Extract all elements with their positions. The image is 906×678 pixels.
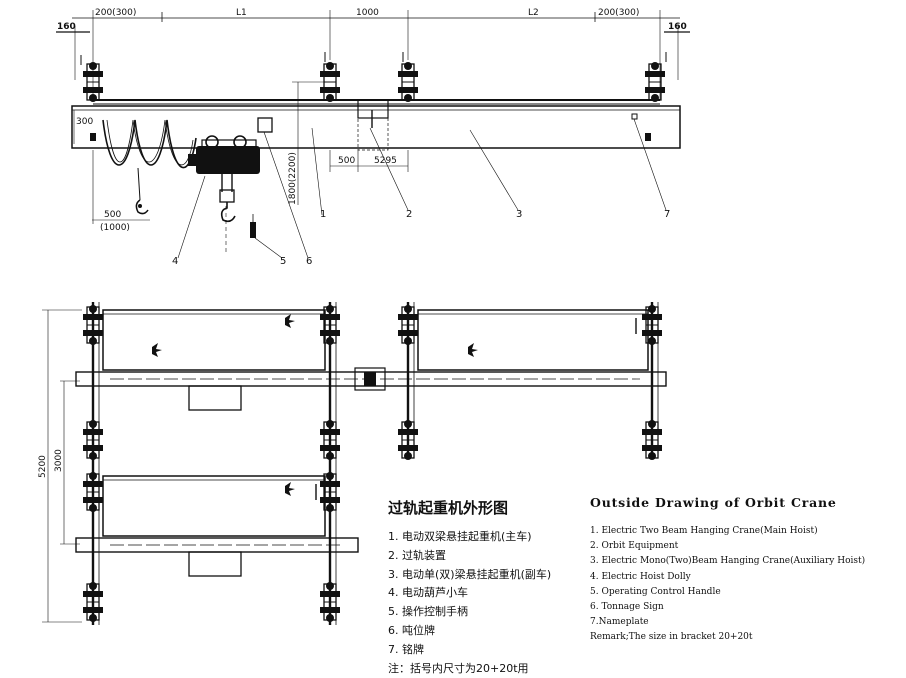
legend-cn-item: 2. 过轨装置 <box>388 548 446 562</box>
legend-cn-item: 7. 铭牌 <box>388 642 424 656</box>
dim-l2: L2 <box>528 8 539 18</box>
legend-en-remark: Remark;The size in bracket 20+20t <box>590 632 753 643</box>
legend-english-title: Outside Drawing of Orbit Crane <box>590 495 837 510</box>
legend-en-item: 2. Orbit Equipment <box>590 541 679 552</box>
legend-en-item: 1. Electric Two Beam Hanging Crane(Main … <box>590 526 818 536</box>
callout-7: 7 <box>664 209 670 220</box>
dim-200-right: 200(300) <box>598 8 639 18</box>
dim-500-mid: 500 <box>338 156 355 166</box>
legend-cn-item: 1. 电动双梁悬挂起重机(主车) <box>388 530 532 543</box>
dim-5200: 5200 <box>38 455 48 478</box>
legend-cn-item: 6. 吨位牌 <box>388 623 435 637</box>
dim-1000-hook: (1000) <box>100 223 130 233</box>
callout-6: 6 <box>306 256 312 267</box>
legend-en-item: 6. Tonnage Sign <box>590 602 664 613</box>
dim-1800: 1800(2200) <box>288 152 298 205</box>
dim-500-hook: 500 <box>104 210 121 220</box>
legend-chinese: 过轨起重机外形图 1. 电动双梁悬挂起重机(主车) 2. 过轨装置 3. 电动单… <box>388 497 588 678</box>
dim-1000: 1000 <box>356 8 379 18</box>
legend-en-item: 3. Electric Mono(Two)Beam Hanging Crane(… <box>590 556 866 567</box>
dim-300: 300 <box>76 117 93 127</box>
legend-cn-note: 注：括号内尺寸为20+20t用 <box>388 661 529 675</box>
callout-2: 2 <box>406 209 412 220</box>
legend-chinese-title: 过轨起重机外形图 <box>388 499 509 517</box>
legend-cn-item: 4. 电动葫芦小车 <box>388 586 468 600</box>
dim-200-left: 200(300) <box>95 8 136 18</box>
plan-view: 5200 3000 <box>38 302 667 625</box>
legend-en-item: 7.Nameplate <box>590 617 649 628</box>
legend-en-item: 5. Operating Control Handle <box>590 586 721 597</box>
dim-3000: 3000 <box>54 449 64 472</box>
legend-english: Outside Drawing of Orbit Crane 1. Electr… <box>590 495 902 645</box>
dim-l1: L1 <box>236 8 247 18</box>
elevation-view: 160 200(300) L1 1000 L2 200(300) 160 300 <box>56 8 690 267</box>
legend-cn-item: 3. 电动单(双)梁悬挂起重机(副车) <box>388 567 552 581</box>
dim-160-right: 160 <box>668 22 687 32</box>
legend-cn-item: 5. 操作控制手柄 <box>388 605 468 619</box>
dim-160-left: 160 <box>57 22 76 32</box>
legend-en-item: 4. Electric Hoist Dolly <box>590 571 691 582</box>
callout-1: 1 <box>320 209 326 220</box>
callout-5: 5 <box>280 256 286 267</box>
callout-4: 4 <box>172 256 178 267</box>
callout-3: 3 <box>516 209 522 220</box>
